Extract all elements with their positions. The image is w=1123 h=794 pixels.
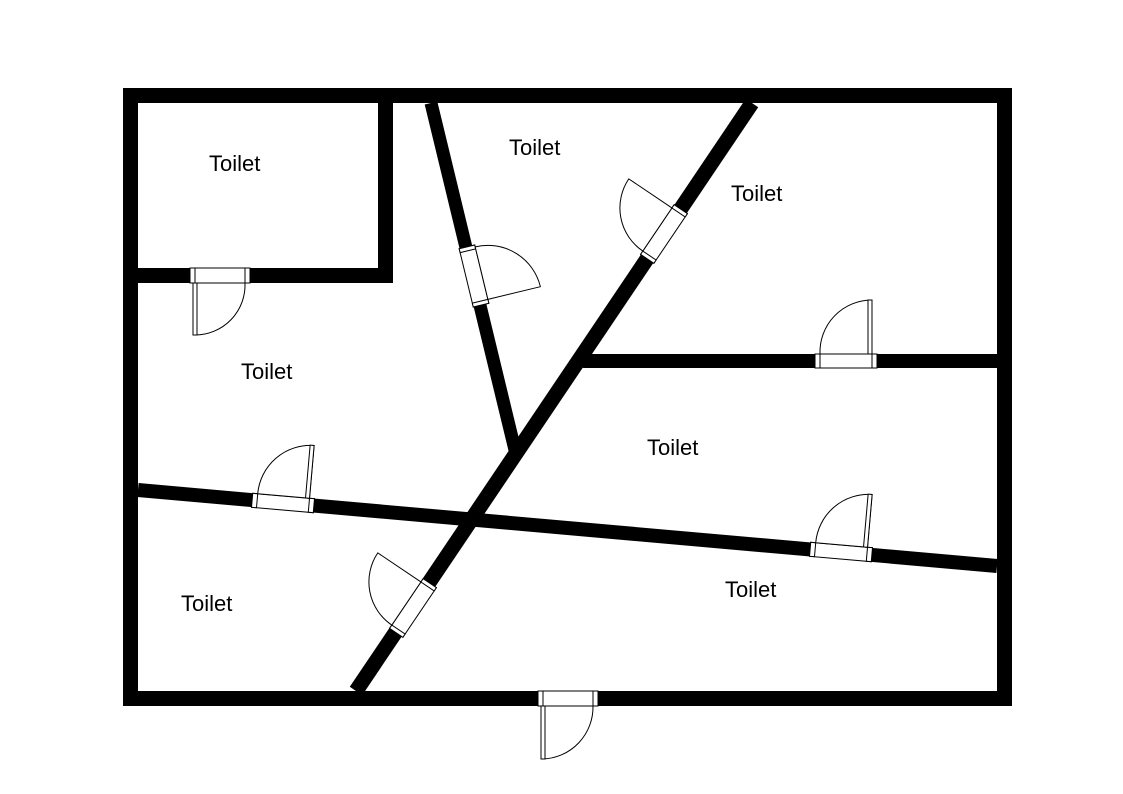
door-slanted-wall-right [808,493,874,563]
room-label-left-middle: Toilet [241,359,292,384]
door-opening [814,353,878,369]
room-label-top-left: Toilet [209,151,260,176]
door-jamb [671,203,689,218]
outer-wall-right [997,88,1012,706]
room-label-right-middle: Toilet [647,435,698,460]
door-jamb [592,690,599,707]
door-leaf [192,282,198,336]
top-left-room-wall-right [378,88,393,283]
door-leaf [862,493,873,548]
door-entrance [537,690,599,760]
room-labels: Toilet Toilet Toilet Toilet Toilet Toile… [181,135,782,616]
interior-walls [137,98,998,696]
door-swing-arc [619,178,673,252]
door-swing-arc [368,552,422,626]
outer-wall-left [123,88,138,706]
outer-walls [123,88,1012,706]
top-left-room-wall-bottom [123,268,393,283]
door-swing-arc [474,244,541,300]
door-top-left-room [189,267,251,336]
door-jamb [388,624,406,639]
door-jamb [244,267,251,284]
door-horizontal-right-wall [814,299,878,369]
room-label-bottom-right: Toilet [725,577,776,602]
room-label-top-middle: Toilet [509,135,560,160]
door-jamb [307,497,316,514]
door-diagonal-lower [368,552,438,639]
room-label-bottom-left: Toilet [181,591,232,616]
door-leaf [867,299,873,355]
top-left-room-walls [123,88,393,283]
door-jamb [808,541,817,558]
door-jamb [814,353,821,369]
door-opening [189,267,251,284]
door-jamb [865,546,874,563]
doors [189,178,878,760]
door-swing-arc [194,282,246,336]
door-opening [537,690,599,707]
door-slanted-wall-left [250,444,316,514]
door-leaf [540,705,546,760]
door-jamb [250,492,259,509]
door-jamb [537,690,544,707]
door-diagonal-short-wall [458,244,541,308]
door-jamb [420,577,438,592]
door-swing-arc [815,493,873,548]
room-label-top-right: Toilet [731,181,782,206]
door-jamb [471,298,490,308]
outer-wall-top [123,88,1012,103]
door-jamb [639,250,657,265]
door-diagonal-upper [619,178,689,265]
door-swing-arc [819,299,873,355]
door-swing-arc [542,705,594,760]
door-jamb [871,353,878,369]
door-jamb [189,267,196,284]
door-swing-arc [257,444,315,499]
door-leaf [304,444,315,499]
